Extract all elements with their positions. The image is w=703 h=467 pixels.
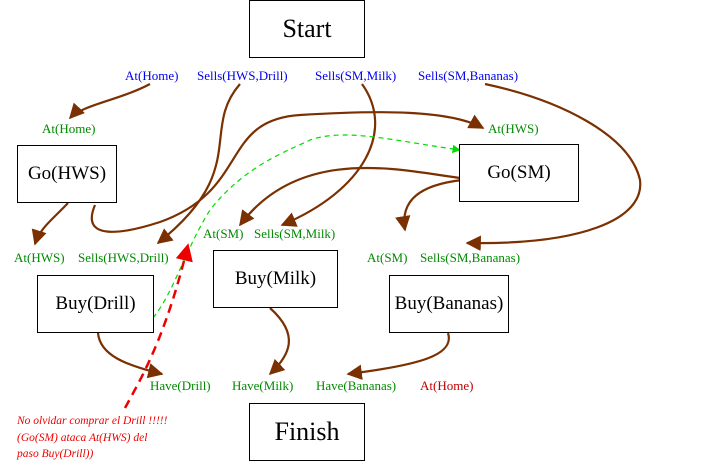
start-node: Start — [249, 0, 365, 58]
action-buy-milk-label: Buy(Milk) — [234, 268, 317, 289]
precondition-buy-drill-sells: Sells(HWS,Drill) — [78, 250, 169, 265]
action-buy-drill: Buy(Drill) — [37, 275, 154, 333]
action-buy-bananas-label: Buy(Bananas) — [394, 293, 504, 314]
precondition-buy-milk-at-sm: At(SM) — [203, 226, 244, 241]
precondition-buy-bananas-sells: Sells(SM,Bananas) — [420, 250, 521, 265]
link-buybananas-to-finish — [346, 332, 450, 380]
link-buymilk-to-finish — [268, 307, 290, 376]
link-gohws-to-gosm-athws — [90, 111, 485, 233]
goal-have-bananas: Have(Bananas) — [316, 378, 397, 393]
finish-label: Finish — [274, 417, 340, 446]
precondition-buy-milk-sells: Sells(SM,Milk) — [254, 226, 336, 241]
start-effect-sells-sm-milk: Sells(SM,Milk) — [315, 68, 397, 83]
link-start-sells-bananas-to-buybananas — [465, 82, 642, 251]
link-gohws-to-buydrill-athws — [31, 202, 69, 246]
link-start-athome-to-gohws — [68, 83, 151, 120]
goal-at-home: At(Home) — [420, 378, 474, 393]
link-start-sells-milk-to-buymilk — [280, 83, 377, 227]
start-label: Start — [282, 14, 332, 43]
threat-link-annotation — [123, 243, 193, 409]
precondition-buy-drill-at-hws: At(HWS) — [14, 250, 65, 265]
precondition-go-sm-at-hws: At(HWS) — [488, 121, 539, 136]
finish-node: Finish — [249, 403, 365, 461]
action-go-sm-label: Go(SM) — [487, 162, 551, 183]
action-buy-bananas: Buy(Bananas) — [389, 275, 509, 333]
link-gosm-to-buymilk-atsm — [239, 166, 461, 227]
goal-have-milk: Have(Milk) — [232, 378, 294, 393]
start-effect-sells-sm-bananas: Sells(SM,Bananas) — [418, 68, 519, 83]
start-effect-at-home: At(Home) — [125, 68, 179, 83]
link-buydrill-to-finish — [96, 332, 164, 379]
start-effect-sells-hws-drill: Sells(HWS,Drill) — [197, 68, 288, 83]
threat-note-line2: (Go(SM) ataca At(HWS) del — [17, 432, 148, 444]
threat-note-line1: No olvidar comprar el Drill !!!!! — [17, 415, 168, 427]
goal-have-drill: Have(Drill) — [150, 378, 211, 393]
precondition-go-hws-at-home: At(Home) — [42, 121, 96, 136]
action-go-hws-label: Go(HWS) — [27, 163, 107, 184]
link-gosm-to-buybananas-atsm — [395, 178, 463, 232]
link-start-sells-drill-to-buydrill — [156, 83, 241, 244]
action-buy-milk: Buy(Milk) — [213, 250, 338, 308]
action-go-hws: Go(HWS) — [17, 145, 117, 203]
action-buy-drill-label: Buy(Drill) — [55, 293, 136, 314]
threat-note-line3: paso Buy(Drill)) — [17, 448, 94, 460]
action-go-sm: Go(SM) — [459, 144, 579, 202]
ordering-link-buydrill-before-gosm — [152, 134, 461, 319]
precondition-buy-bananas-at-sm: At(SM) — [367, 250, 408, 265]
